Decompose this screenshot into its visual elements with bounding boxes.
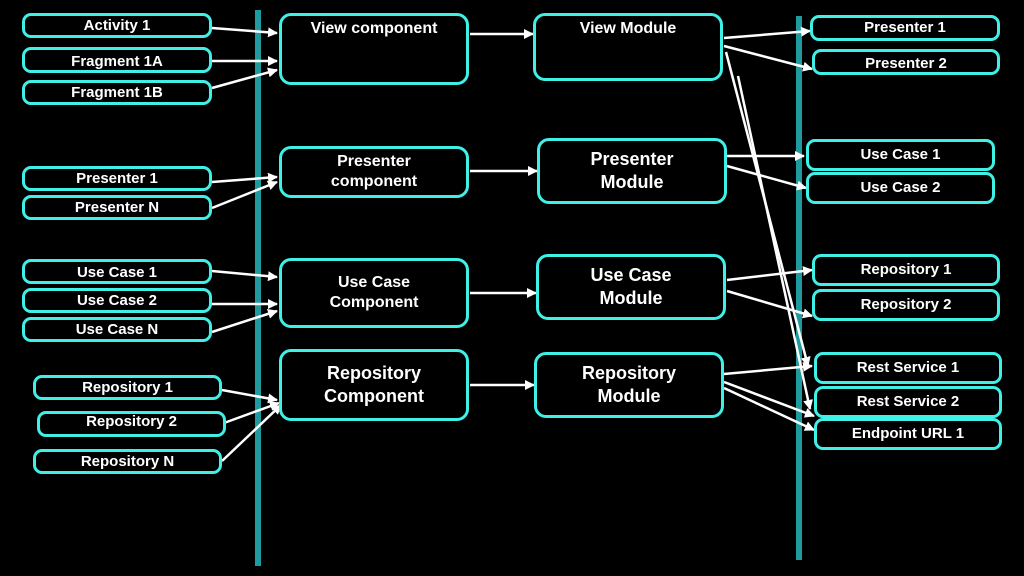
- use-case-component: Use Case Component: [279, 258, 469, 328]
- left-activity-1: Activity 1: [22, 13, 212, 38]
- use-case-module: Use Case Module: [536, 254, 726, 320]
- left-presenter-n: Presenter N: [22, 195, 212, 220]
- right-endpoint-url-1: Endpoint URL 1: [814, 418, 1002, 450]
- arrow-repository-module-restservice1: [723, 361, 813, 376]
- left-fragment-1b: Fragment 1B: [22, 80, 212, 105]
- right-repository-2: Repository 2: [812, 289, 1000, 321]
- view-component: View component: [279, 13, 469, 85]
- right-rest-service-2: Rest Service 2: [814, 386, 1002, 418]
- arrow-usecase-module-repository1: [726, 266, 813, 282]
- presenter-module: Presenter Module: [537, 138, 727, 204]
- right-rest-service-1: Rest Service 1: [814, 352, 1002, 384]
- arrow-view-module-endpoint: [736, 75, 813, 410]
- left-repository-n: Repository N: [33, 449, 222, 474]
- arrow-presenter-module-usecase2: [726, 164, 807, 191]
- left-repository-2: Repository 2: [37, 411, 226, 437]
- left-fragment-1a: Fragment 1A: [22, 47, 212, 73]
- arrow-presenter1-presenter-comp: [211, 172, 278, 184]
- left-use-case-n: Use Case N: [22, 317, 212, 342]
- right-use-case-2: Use Case 2: [806, 172, 995, 204]
- arrow-fragment1b-view: [211, 67, 278, 90]
- arrow-usecase-module-repository2: [726, 289, 813, 319]
- right-presenter-2: Presenter 2: [812, 49, 1000, 75]
- right-divider-bar: [796, 16, 802, 560]
- arrow-usecase1-usecase-comp: [211, 269, 278, 282]
- left-use-case-1: Use Case 1: [22, 259, 212, 284]
- view-module: View Module: [533, 13, 723, 81]
- right-use-case-1: Use Case 1: [806, 139, 995, 171]
- left-presenter-1: Presenter 1: [22, 166, 212, 191]
- repository-component: Repository Component: [279, 349, 469, 421]
- arrow-repository-module-restservice2: [723, 380, 815, 418]
- arrow-view-module-presenter1: [723, 26, 811, 40]
- right-repository-1: Repository 1: [812, 254, 1000, 286]
- left-repository-1: Repository 1: [33, 375, 222, 400]
- repository-module: Repository Module: [534, 352, 724, 418]
- arrow-repository-module-endpoint: [723, 386, 815, 432]
- left-use-case-2: Use Case 2: [22, 288, 212, 313]
- arrow-view-module-presenter2: [723, 44, 813, 72]
- arrow-repository2-repo-comp: [223, 401, 280, 425]
- presenter-component: Presenter component: [279, 146, 469, 198]
- arrow-presentern-presenter-comp: [211, 180, 278, 210]
- right-presenter-1: Presenter 1: [810, 15, 1000, 41]
- arrow-usecasen-usecase-comp: [211, 309, 278, 334]
- arrow-repository1-repo-comp: [221, 388, 278, 404]
- left-divider-bar: [255, 10, 261, 566]
- arrow-activity1-view: [211, 26, 278, 38]
- arrow-repositoryn-repo-comp: [221, 404, 282, 462]
